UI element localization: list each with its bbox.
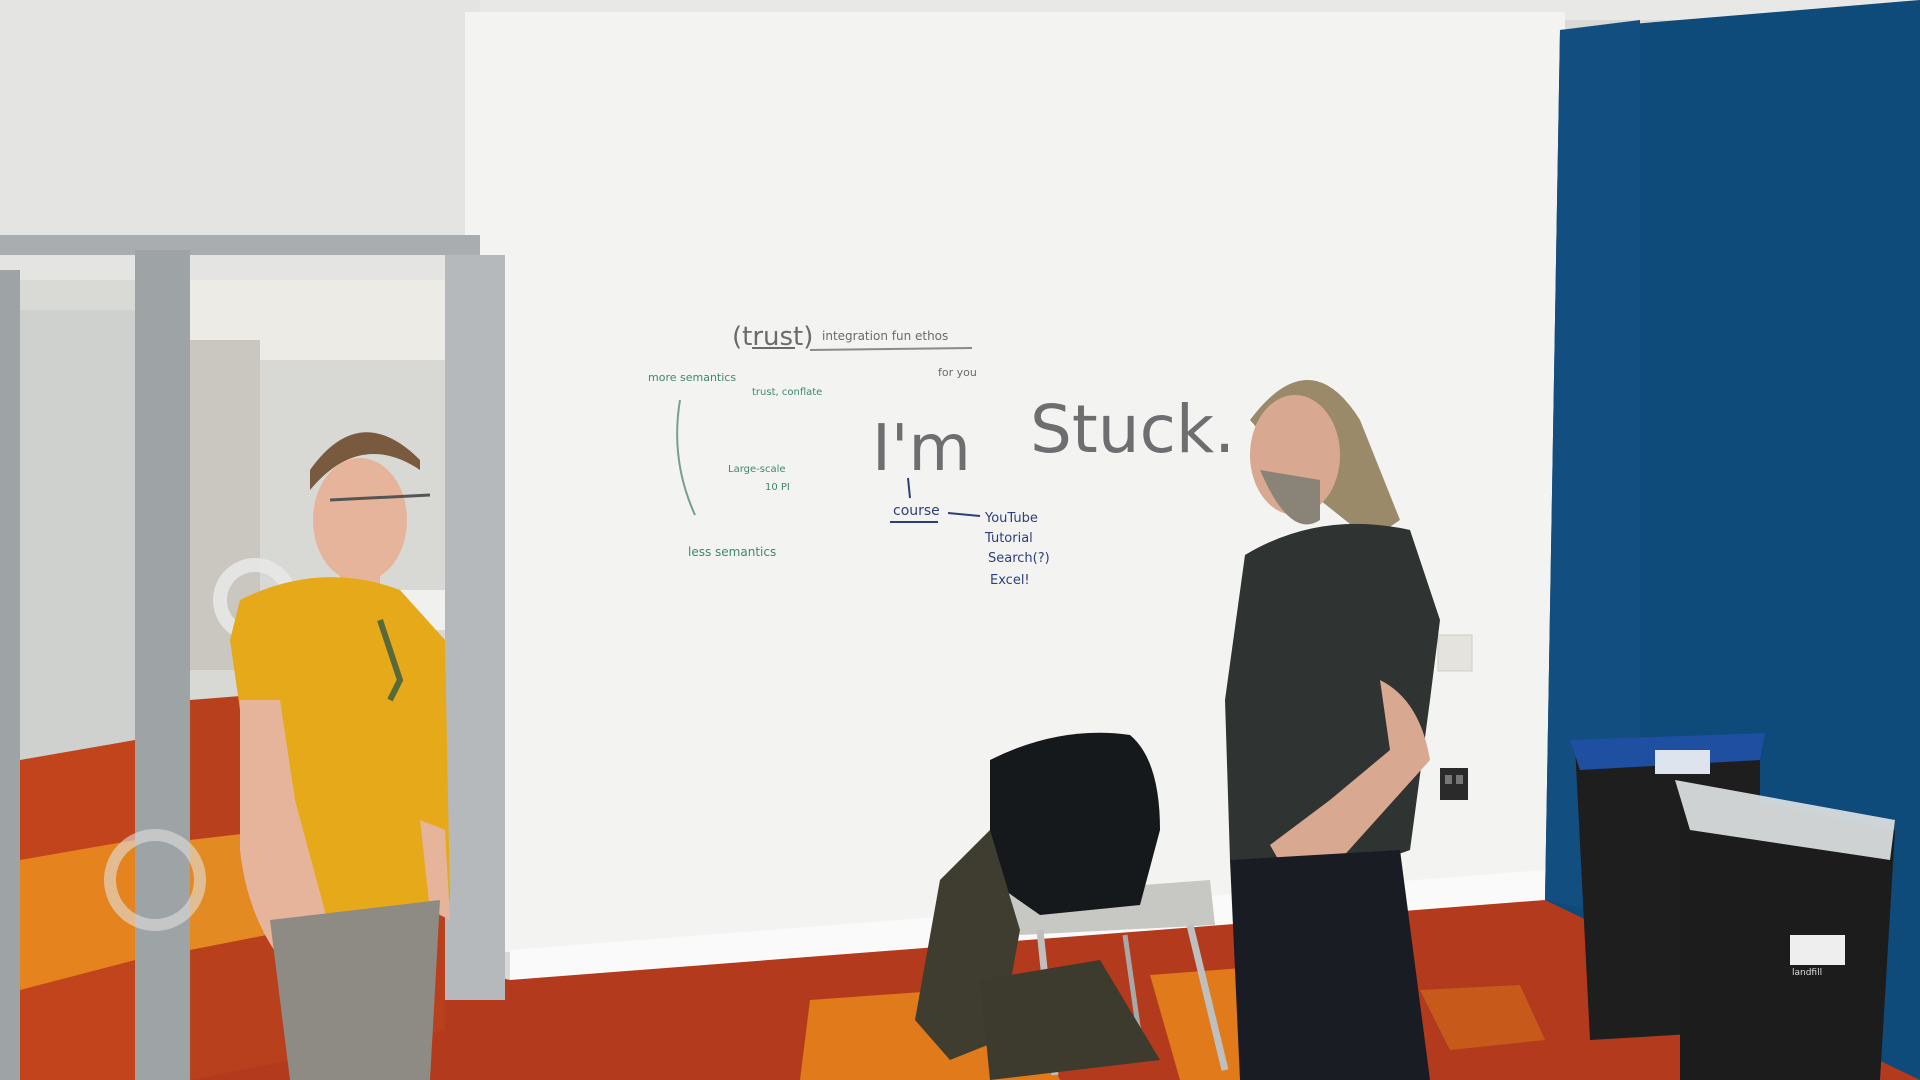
- list-item-excel: Excel!: [990, 573, 1030, 588]
- glass-frame-right: [445, 255, 505, 1000]
- dark-pants: [1230, 850, 1430, 1080]
- landfill-bin: [1680, 785, 1895, 1080]
- more-semantics: more semantics: [648, 371, 736, 384]
- ten-pi: 10 PI: [765, 482, 790, 493]
- course-text: course: [893, 503, 940, 519]
- list-item-tutorial: Tutorial: [984, 531, 1033, 546]
- headline-stuck: Stuck.: [1030, 391, 1235, 468]
- left-wall: [0, 0, 480, 280]
- jacket: [990, 732, 1160, 915]
- for-you-text: for you: [938, 366, 977, 379]
- trust-sub: trust, conflate: [752, 387, 822, 398]
- large-scale: Large-scale: [728, 464, 786, 475]
- headline-im: I'm: [872, 412, 971, 486]
- chair: [915, 732, 1229, 1080]
- wall-plate: [1437, 634, 1473, 672]
- list-item-search: Search(?): [988, 551, 1050, 566]
- person-dark-shirt: [1225, 380, 1440, 1080]
- glass-frame-top: [0, 235, 480, 255]
- list-item-youtube: YouTube: [984, 511, 1038, 526]
- less-semantics: less semantics: [688, 545, 776, 559]
- whiteboard-writing: (trust) integration fun ethos for you mo…: [648, 322, 1235, 588]
- person-yellow-shirt: [230, 432, 450, 1080]
- recycle-bins: [1570, 733, 1895, 1080]
- glass-frame-mid: [135, 250, 190, 1080]
- landfill-label: landfill: [1792, 968, 1822, 978]
- gray-pants: [270, 900, 440, 1080]
- power-outlet: [1440, 768, 1468, 800]
- top-note: integration fun ethos: [822, 329, 948, 343]
